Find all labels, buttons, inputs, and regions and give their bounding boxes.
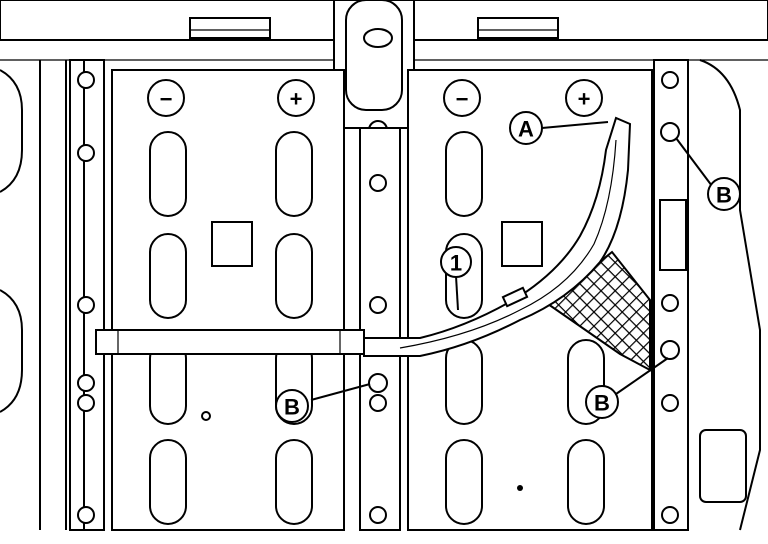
center-rail [333, 0, 415, 531]
minus-symbol-right: − [456, 87, 469, 112]
callout-1: 1 [440, 246, 472, 278]
callout-b-right-bottom: B [585, 385, 619, 419]
right-rail [653, 59, 761, 531]
callout-b-right-top-label: B [716, 183, 732, 208]
wiring-harness [363, 116, 632, 357]
left-cell-plate [111, 69, 345, 531]
callout-a-label: A [518, 117, 534, 142]
leader-lines [310, 121, 713, 401]
minus-symbol-left: − [160, 87, 173, 112]
plus-symbol-right: + [578, 87, 591, 112]
callout-1-label: 1 [450, 251, 462, 276]
callout-b-right-bottom-label: B [594, 391, 610, 416]
left-battery-modules [0, 59, 105, 531]
plate-symbols: − + − + [160, 87, 591, 112]
callout-b-right-top: B [707, 177, 741, 211]
horizontal-busbar [95, 329, 365, 355]
callout-a: A [509, 111, 543, 145]
callout-b-center: B [275, 389, 309, 423]
plus-symbol-left: + [290, 87, 303, 112]
callout-b-center-label: B [284, 395, 300, 420]
